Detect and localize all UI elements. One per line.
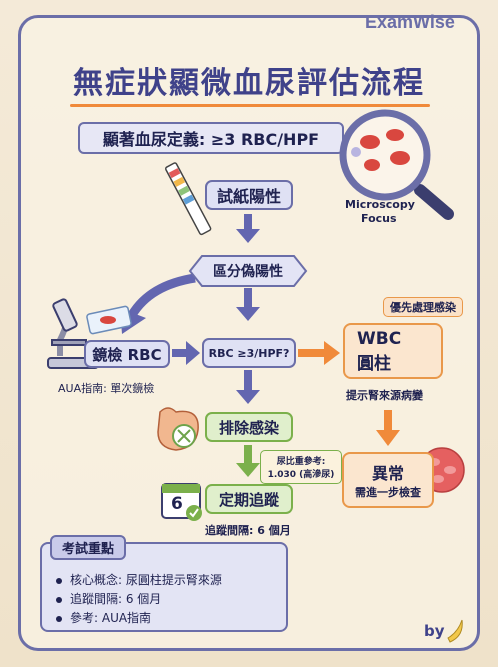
abnormal-title: 異常 (371, 464, 404, 483)
calendar-icon (161, 483, 202, 521)
magnifier-label-1: Microscopy (345, 198, 415, 211)
wbc-cast-node: WBC 圓柱 (343, 323, 443, 379)
slide-icon (86, 305, 132, 335)
definition-box: 顯著血尿定義: ≥3 RBC/HPF (78, 122, 344, 154)
bladder-icon (157, 407, 199, 451)
arrow-right-orange (298, 341, 340, 365)
page-title: 無症狀顯微血尿評估流程 (73, 66, 425, 101)
renal-source-note: 提示腎來源病變 (346, 389, 423, 402)
arrow-down-green (236, 445, 260, 477)
test-strip-icon (164, 162, 212, 236)
key-point-item: 參考: AUA指南 (56, 609, 151, 626)
magnifier-label-2: Focus (361, 212, 397, 225)
specific-gravity-note: 尿比重參考: 1.030 (高滲尿) (260, 450, 342, 484)
false-positive-hexagon (188, 255, 308, 287)
magnifier-icon (339, 109, 454, 220)
wbc-cast-line2: 圓柱 (357, 353, 391, 374)
sg-line1: 尿比重參考: (276, 457, 326, 467)
brand-logo: ExamWise (365, 12, 455, 32)
key-point-item: 核心概念: 尿圓柱提示腎來源 (56, 571, 222, 588)
title-underline (70, 104, 430, 107)
banana-icon (447, 619, 463, 643)
arrow-down-2 (236, 288, 260, 321)
wbc-cast-line1: WBC (357, 328, 402, 349)
arrow-right-1 (172, 341, 200, 365)
treat-infection-tag: 優先處理感染 (383, 297, 463, 317)
false-positive-node: 區分偽陽性 (213, 264, 283, 280)
rbc-threshold-node: RBC ≥3/HPF? (202, 338, 296, 368)
dipstick-positive-node: 試紙陽性 (205, 180, 293, 210)
calendar-number: 6 (171, 494, 183, 514)
key-point-item: 追蹤間隔: 6 個月 (56, 590, 161, 607)
footer-by: by (424, 622, 445, 640)
interval-note: 追蹤間隔: 6 個月 (205, 524, 291, 537)
followup-node: 定期追蹤 (205, 484, 293, 514)
abnormal-sub: 需進一步檢查 (355, 486, 421, 499)
microscopy-rbc-node: 鏡檢 RBC (84, 340, 170, 368)
exclude-infection-node: 排除感染 (205, 412, 293, 442)
key-points-title: 考試重點 (50, 535, 127, 560)
arrow-down-3 (236, 370, 260, 404)
arrow-down-1 (236, 214, 260, 243)
abnormal-node: 異常 需進一步檢查 (342, 452, 434, 508)
aua-note: AUA指南: 單次鏡檢 (58, 382, 155, 395)
arrow-curve-left (128, 273, 196, 318)
arrow-down-orange (376, 410, 400, 446)
sg-line2: 1.030 (高滲尿) (267, 470, 335, 480)
